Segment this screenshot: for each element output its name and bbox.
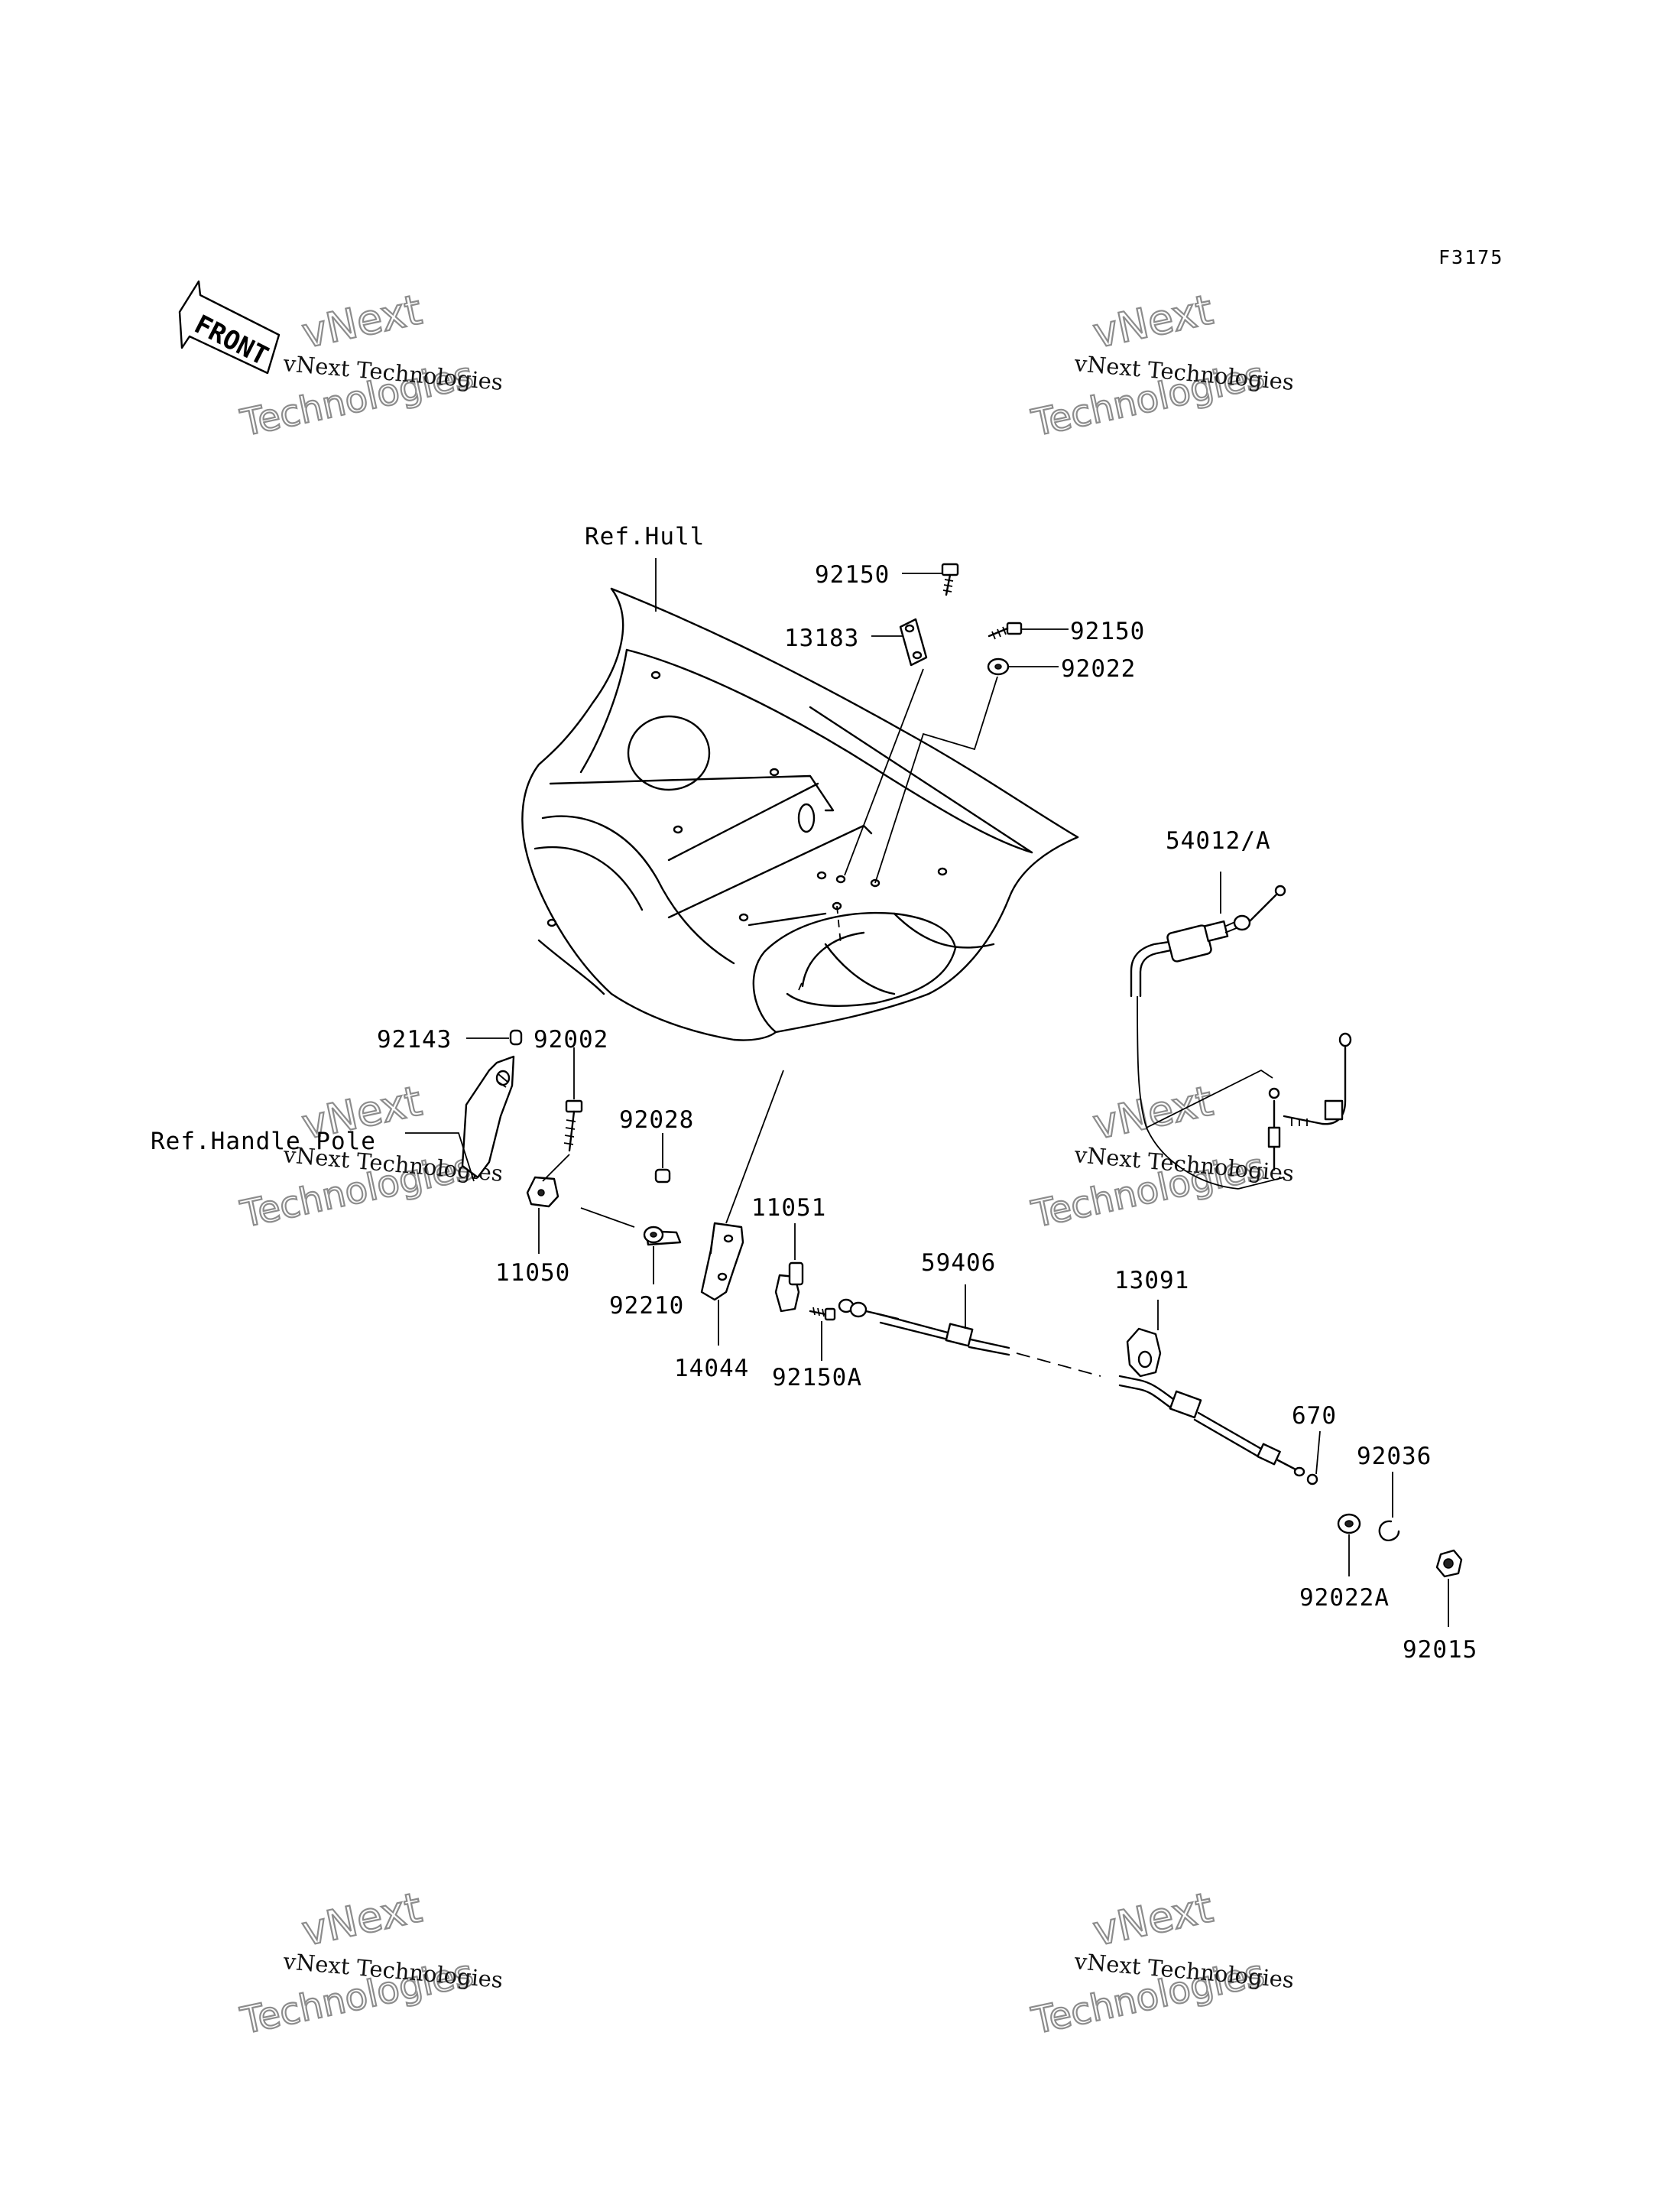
part-label-92150a: 92150A <box>772 1364 862 1391</box>
leader-670 <box>1315 1430 1321 1475</box>
bracket-14044-icon <box>700 1222 744 1301</box>
leader-bolt-clamp <box>542 1154 570 1182</box>
part-label-92210: 92210 <box>609 1292 684 1320</box>
part-label-670: 670 <box>1292 1402 1337 1430</box>
part-label-92150-top: 92150 <box>815 561 890 589</box>
leader-92022-path <box>874 676 998 884</box>
cable-end-11051-icon <box>774 1261 804 1313</box>
nut-92015-icon <box>1435 1549 1463 1578</box>
part-label-92150-right: 92150 <box>1070 618 1145 645</box>
part-label-13091: 13091 <box>1114 1267 1189 1294</box>
lever-92210-icon <box>643 1226 682 1246</box>
svg-text:vNext: vNext <box>298 1883 426 1955</box>
washer-92022-icon <box>987 657 1010 676</box>
nut-92028-icon <box>654 1168 671 1183</box>
part-label-92028: 92028 <box>619 1106 694 1134</box>
svg-text:vNext: vNext <box>298 285 426 357</box>
part-label-13183: 13183 <box>784 625 859 652</box>
ref-handle-pole-label: Ref.Handle Pole <box>151 1128 376 1155</box>
bolt-92150-top-icon <box>941 563 959 596</box>
bolt-92002-icon <box>563 1099 583 1152</box>
clip-92036-icon <box>1378 1520 1400 1542</box>
watermark-bottom-left: vNext Technologies vNext Technologies <box>236 1882 504 2044</box>
part-label-92036: 92036 <box>1357 1443 1432 1470</box>
part-label-92022a: 92022A <box>1299 1584 1390 1612</box>
part-label-92022: 92022 <box>1061 655 1136 683</box>
watermark-middle-right: vNext Technologies vNext Technologies <box>1027 1076 1296 1237</box>
ring-670-icon <box>1306 1473 1318 1485</box>
watermark-bottom-right: vNext Technologies vNext Technologies <box>1027 1882 1296 2044</box>
dashed-13183 <box>844 668 924 876</box>
front-arrow-icon: FRONT <box>178 280 281 375</box>
part-label-92143: 92143 <box>377 1026 452 1054</box>
leader-clamp-92210 <box>580 1207 635 1228</box>
hull-drawing <box>521 587 1079 1041</box>
part-label-11050: 11050 <box>495 1259 570 1287</box>
watermark-top-right: vNext Technologies vNext Technologies <box>1027 284 1296 446</box>
part-label-59406: 59406 <box>921 1249 996 1277</box>
cable-54012a-icon <box>1130 885 1352 1190</box>
cable-59406-icon <box>838 1298 1305 1477</box>
pin-92143-icon <box>509 1029 523 1046</box>
part-label-54012a: 54012/A <box>1166 827 1271 855</box>
bracket-13183-icon <box>899 618 928 667</box>
leader-ref-handle-pole <box>405 1132 475 1182</box>
grommet-13091-icon <box>1126 1327 1162 1378</box>
part-label-11051: 11051 <box>751 1194 826 1222</box>
bolt-92150a-icon <box>809 1307 836 1321</box>
svg-text:vNext: vNext <box>1089 1883 1217 1955</box>
part-label-92002: 92002 <box>534 1026 608 1054</box>
part-label-14044: 14044 <box>674 1355 749 1382</box>
svg-text:vNext: vNext <box>1089 1076 1217 1148</box>
part-label-92015: 92015 <box>1403 1636 1477 1664</box>
svg-text:vNext: vNext <box>1089 285 1217 357</box>
washer-92022a-icon <box>1337 1513 1361 1534</box>
bolt-92150-right-icon <box>988 622 1023 640</box>
ref-hull-label: Ref.Hull <box>585 523 705 550</box>
clamp-11050-icon <box>526 1176 559 1208</box>
leader-hull-14044 <box>725 1070 784 1224</box>
diagram-code: F3175 <box>1438 246 1503 268</box>
watermark-top-left: vNext Technologies vNext Technologies <box>236 284 504 446</box>
bracket-handle-pole-icon <box>461 1055 515 1179</box>
